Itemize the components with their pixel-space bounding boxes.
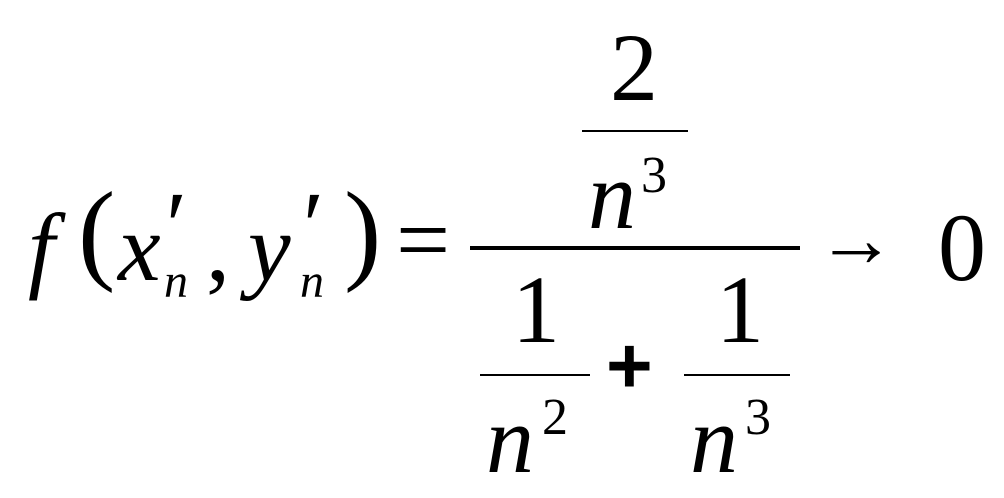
argument-y-subscript: n [300,255,324,308]
argument-x-prime: ′ [166,172,187,279]
close-parenthesis: ) [344,170,382,294]
numerator-bottom-exponent: 3 [641,147,667,204]
denominator-left-bottom-exponent: 2 [542,389,568,446]
denominator-right-top: 1 [716,256,764,363]
argument-x: x [118,194,161,301]
equals-sign: = [396,186,451,293]
open-parenthesis: ( [78,170,116,294]
limit-value: 0 [938,194,986,301]
denominator-left-bottom-base: n [486,386,534,493]
denominator-right-fraction-line [684,374,790,376]
argument-x-subscript: n [164,255,188,308]
denominator-left-top: 1 [512,256,560,363]
numerator-top: 2 [610,14,658,121]
denominator-right-bottom-exponent: 3 [745,389,771,446]
denominator-right-bottom-base: n [690,386,738,493]
argument-y-prime: ′ [303,172,324,279]
main-fraction-line [470,246,800,250]
numerator-fraction-line [582,130,688,132]
function-name: f [28,194,55,301]
numerator-bottom-base: n [588,142,636,249]
denominator-left-fraction-line [480,374,590,376]
plus-sign: + [606,321,653,410]
argument-y: y [248,194,291,301]
comma: , [206,194,230,301]
right-arrow-icon: → [816,196,896,284]
